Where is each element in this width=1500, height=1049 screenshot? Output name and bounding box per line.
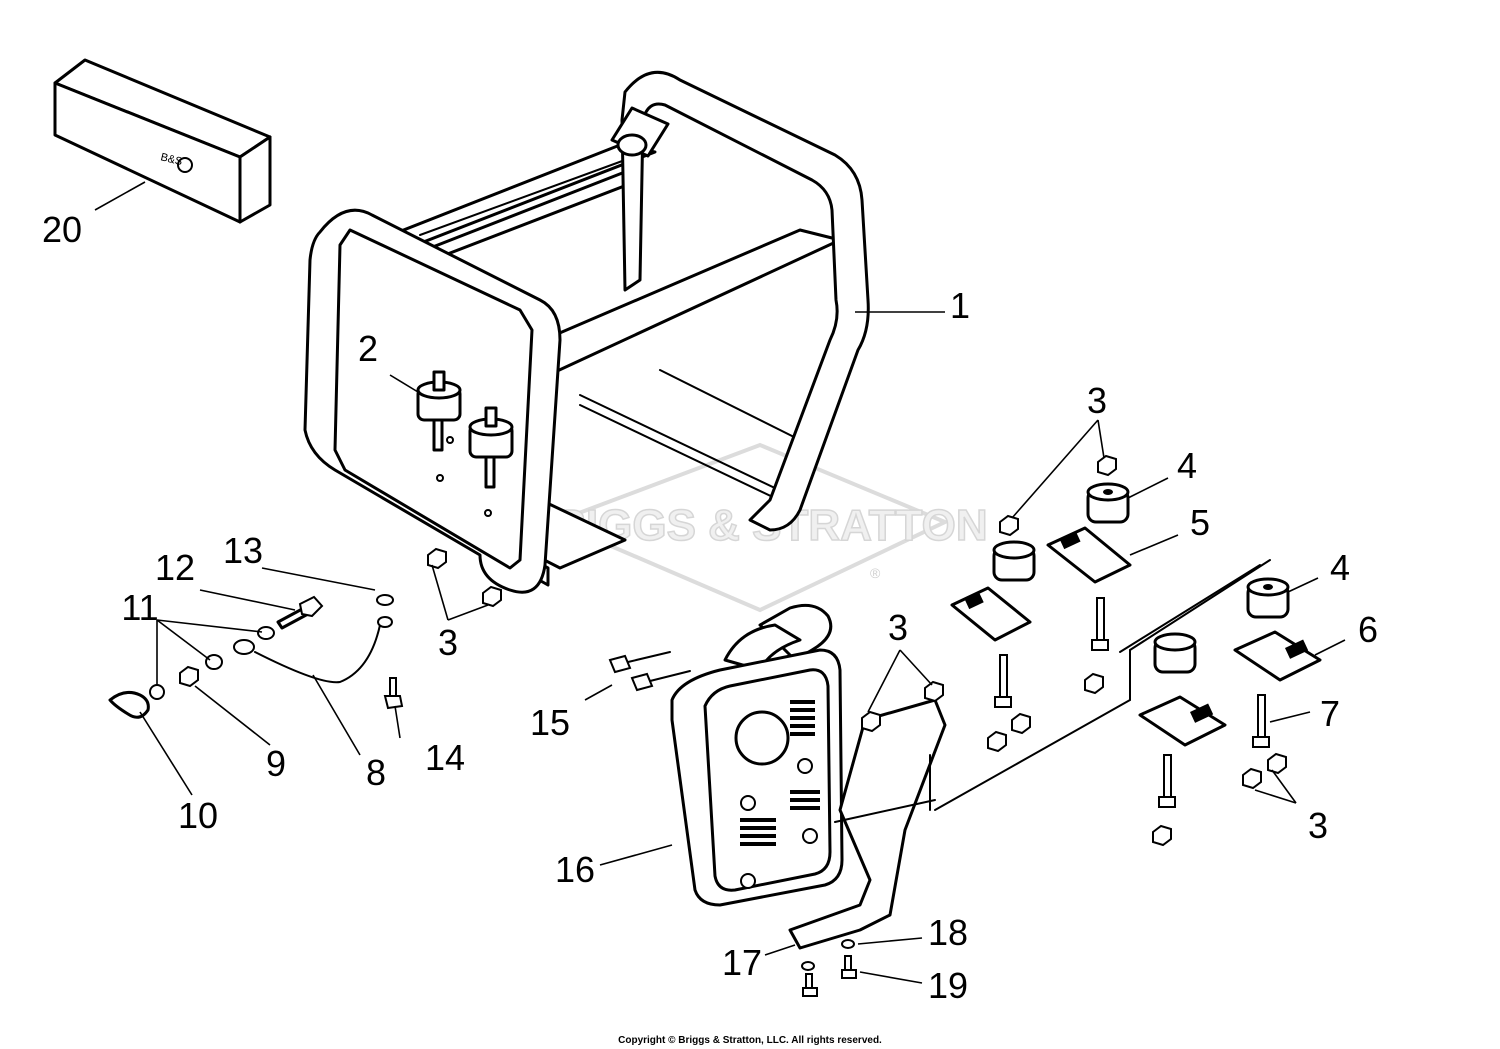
- callout-5: 5: [1190, 502, 1210, 543]
- muffler-grille-top: [790, 700, 815, 736]
- callout-15: 15: [530, 702, 570, 743]
- callout-13: 13: [223, 530, 263, 571]
- muffler-assembly: [608, 559, 1271, 997]
- callout-6: 6: [1358, 609, 1378, 650]
- part-20-decal-panel: B&S: [53, 58, 272, 224]
- callout-2: 2: [358, 328, 378, 369]
- callout-9: 9: [266, 743, 286, 784]
- part-2-vibration-mounts: [416, 370, 514, 489]
- callout-7: 7: [1320, 693, 1340, 734]
- watermark-text: BRIGGS & STRATTON: [522, 501, 987, 550]
- callout-4-right: 4: [1330, 547, 1350, 588]
- callout-14: 14: [425, 737, 465, 778]
- callout-1: 1: [950, 285, 970, 326]
- brand-watermark: BRIGGS & STRATTON ®: [522, 442, 988, 613]
- callout-18: 18: [928, 912, 968, 953]
- callout-3-frame: 3: [438, 622, 458, 663]
- callout-10: 10: [178, 795, 218, 836]
- callout-16: 16: [555, 849, 595, 890]
- leader-lines: [94, 181, 1346, 984]
- callout-3-right: 3: [1308, 805, 1328, 846]
- callout-8: 8: [366, 752, 386, 793]
- watermark-registered-mark: ®: [870, 565, 881, 581]
- callout-20: 20: [42, 209, 82, 250]
- callout-4-top: 4: [1177, 445, 1197, 486]
- engine-mount-hardware: [950, 454, 1322, 847]
- callout-12: 12: [155, 547, 195, 588]
- ground-wire-hardware: [108, 594, 404, 719]
- callout-3-top: 3: [1087, 380, 1107, 421]
- callout-19: 19: [928, 965, 968, 1006]
- callout-3-bracket: 3: [888, 607, 908, 648]
- part-3-nuts-frame: [427, 547, 502, 608]
- muffler-grille-bottom: [740, 790, 820, 846]
- callout-11: 11: [121, 587, 158, 628]
- callout-17: 17: [722, 942, 762, 983]
- copyright-notice: Copyright © Briggs & Stratton, LLC. All …: [618, 1035, 882, 1046]
- callout-labels: 1 2 3 3 3 3 4 4 5 6 7 8 9 10 11 12 13 14…: [42, 209, 1378, 1006]
